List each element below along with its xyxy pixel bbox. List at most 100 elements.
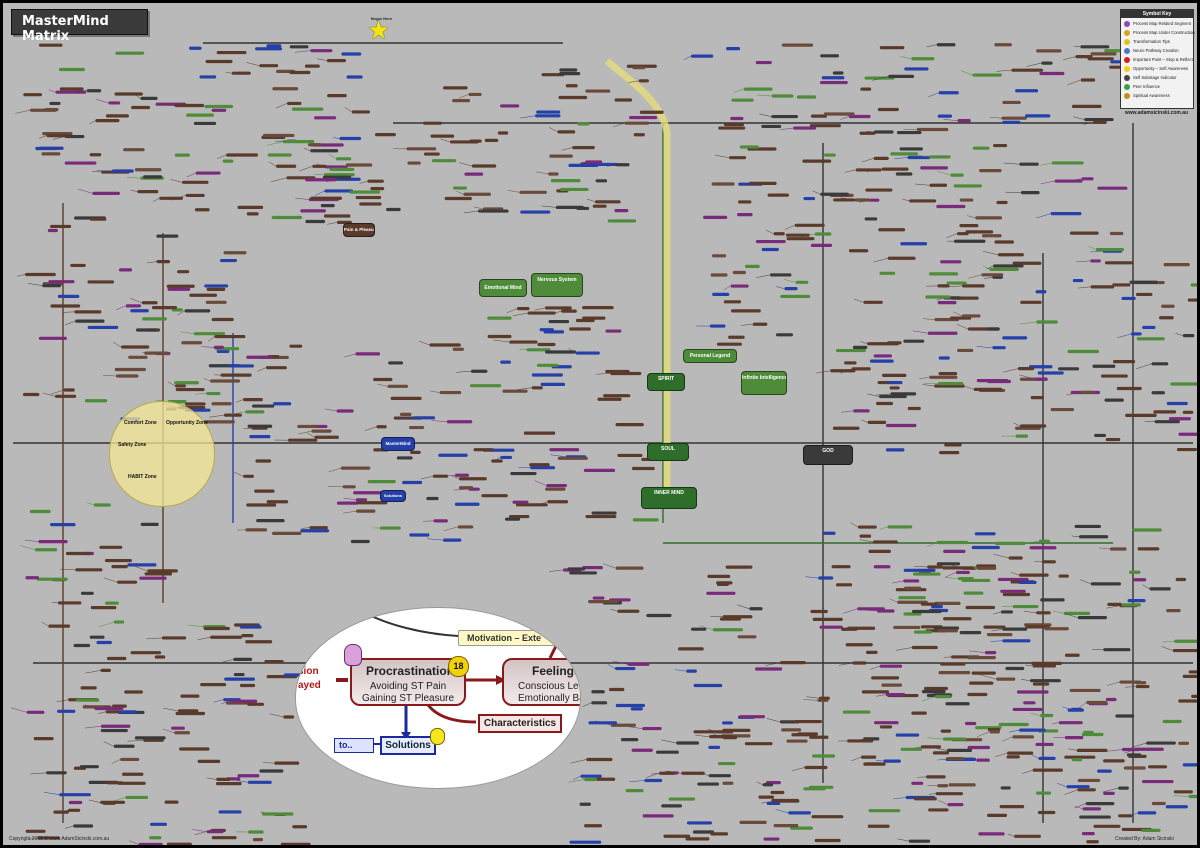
map-node: [439, 390, 462, 395]
map-node: [762, 783, 774, 787]
map-node: [1015, 89, 1039, 93]
hub-inner-mind[interactable]: INNER MIND: [641, 487, 697, 509]
map-node: [565, 84, 578, 88]
map-node: [218, 810, 242, 814]
map-node: [112, 169, 134, 173]
hub-nervous-system[interactable]: Nervous System: [531, 273, 583, 297]
map-node: [210, 379, 240, 383]
map-node: [957, 119, 971, 123]
map-node: [752, 322, 768, 326]
hub-god[interactable]: GOD: [803, 445, 853, 465]
map-node: [519, 190, 547, 194]
map-node: [471, 369, 488, 373]
map-node: [99, 545, 123, 549]
connector-line: [850, 522, 859, 528]
hub-personal-legend[interactable]: Personal Legend: [683, 349, 737, 363]
map-node: [848, 114, 871, 119]
map-node: [814, 838, 841, 843]
map-node: [324, 189, 354, 193]
feelings-node[interactable]: Feelings Conscious Le Emotionally Ba: [502, 658, 580, 706]
link-node[interactable]: to..: [334, 738, 374, 753]
map-node: [1029, 365, 1053, 369]
connector-line: [889, 598, 898, 603]
map-node: [903, 339, 925, 343]
map-node: [1002, 592, 1031, 597]
map-node: [596, 777, 616, 781]
connector-line: [295, 197, 309, 200]
hub-infinite-intelligence[interactable]: Infinite Intelligence: [741, 371, 787, 395]
map-node: [166, 842, 192, 845]
connector-line: [629, 780, 645, 782]
map-node: [1094, 433, 1106, 438]
hub-solutions[interactable]: Solutions: [380, 490, 406, 502]
map-node: [1031, 661, 1062, 665]
map-node: [142, 317, 167, 321]
map-node: [997, 253, 1024, 257]
map-node: [193, 332, 226, 336]
characteristics-node[interactable]: Characteristics: [478, 714, 562, 733]
map-node: [937, 284, 950, 288]
map-node: [994, 240, 1014, 244]
connector-line: [948, 285, 963, 288]
map-node: [280, 842, 311, 845]
map-node: [1005, 666, 1025, 671]
map-node: [1063, 611, 1091, 615]
map-node: [491, 459, 503, 463]
map-node: [1002, 336, 1028, 340]
map-node: [266, 500, 289, 504]
map-node: [438, 453, 468, 457]
map-node: [900, 242, 928, 246]
map-node: [114, 92, 143, 96]
map-node: [857, 525, 877, 529]
connector-line: [1022, 540, 1039, 544]
procrastination-node[interactable]: Procrastination Avoiding ST Pain Gaining…: [350, 658, 466, 706]
map-node: [216, 777, 231, 781]
map-node: [151, 305, 177, 310]
map-node: [890, 392, 917, 396]
map-node: [259, 769, 284, 773]
map-node: [1178, 699, 1197, 703]
map-node: [591, 690, 605, 694]
map-node: [282, 140, 315, 144]
connector-line: [180, 331, 194, 334]
map-node: [738, 200, 752, 204]
map-node: [585, 89, 611, 93]
map-node: [346, 75, 363, 79]
map-node: [84, 399, 108, 403]
map-node: [57, 294, 80, 298]
key-row: Opportunity – Self Awareness: [1124, 64, 1192, 73]
map-node: [1016, 690, 1049, 694]
map-node: [744, 742, 773, 746]
map-node: [953, 239, 986, 243]
map-node: [852, 345, 868, 349]
map-node: [890, 152, 918, 156]
map-node: [899, 147, 923, 151]
map-node: [716, 581, 733, 585]
map-node: [1190, 283, 1197, 287]
map-node: [889, 386, 900, 390]
map-node: [925, 295, 951, 299]
hub-soul[interactable]: SOUL: [647, 443, 689, 461]
solutions-node[interactable]: Solutions: [380, 736, 436, 755]
map-node: [879, 725, 893, 729]
motivation-node[interactable]: Motivation – Exte: [458, 630, 580, 646]
hub-spirit[interactable]: SPIRIT: [647, 373, 685, 391]
connector-line: [928, 92, 939, 98]
hub-emotional-mind[interactable]: Emotional Mind: [479, 279, 527, 297]
map-node: [781, 43, 814, 47]
map-node: [288, 438, 318, 442]
connector-line: [840, 116, 849, 120]
connector-line: [262, 762, 275, 764]
hub-pain-pleasure[interactable]: Pain & Pleasure: [343, 223, 375, 237]
connector-line: [1023, 610, 1037, 614]
hub-mastermind[interactable]: MasterMind: [381, 437, 415, 451]
connector-line: [103, 375, 117, 377]
map-node: [547, 500, 569, 504]
map-node: [737, 635, 757, 639]
map-node: [821, 76, 845, 80]
map-node: [311, 429, 332, 433]
map-node: [835, 348, 866, 353]
map-node: [1103, 759, 1125, 763]
map-node: [885, 693, 906, 697]
feelings-line: Conscious Le: [518, 681, 579, 692]
